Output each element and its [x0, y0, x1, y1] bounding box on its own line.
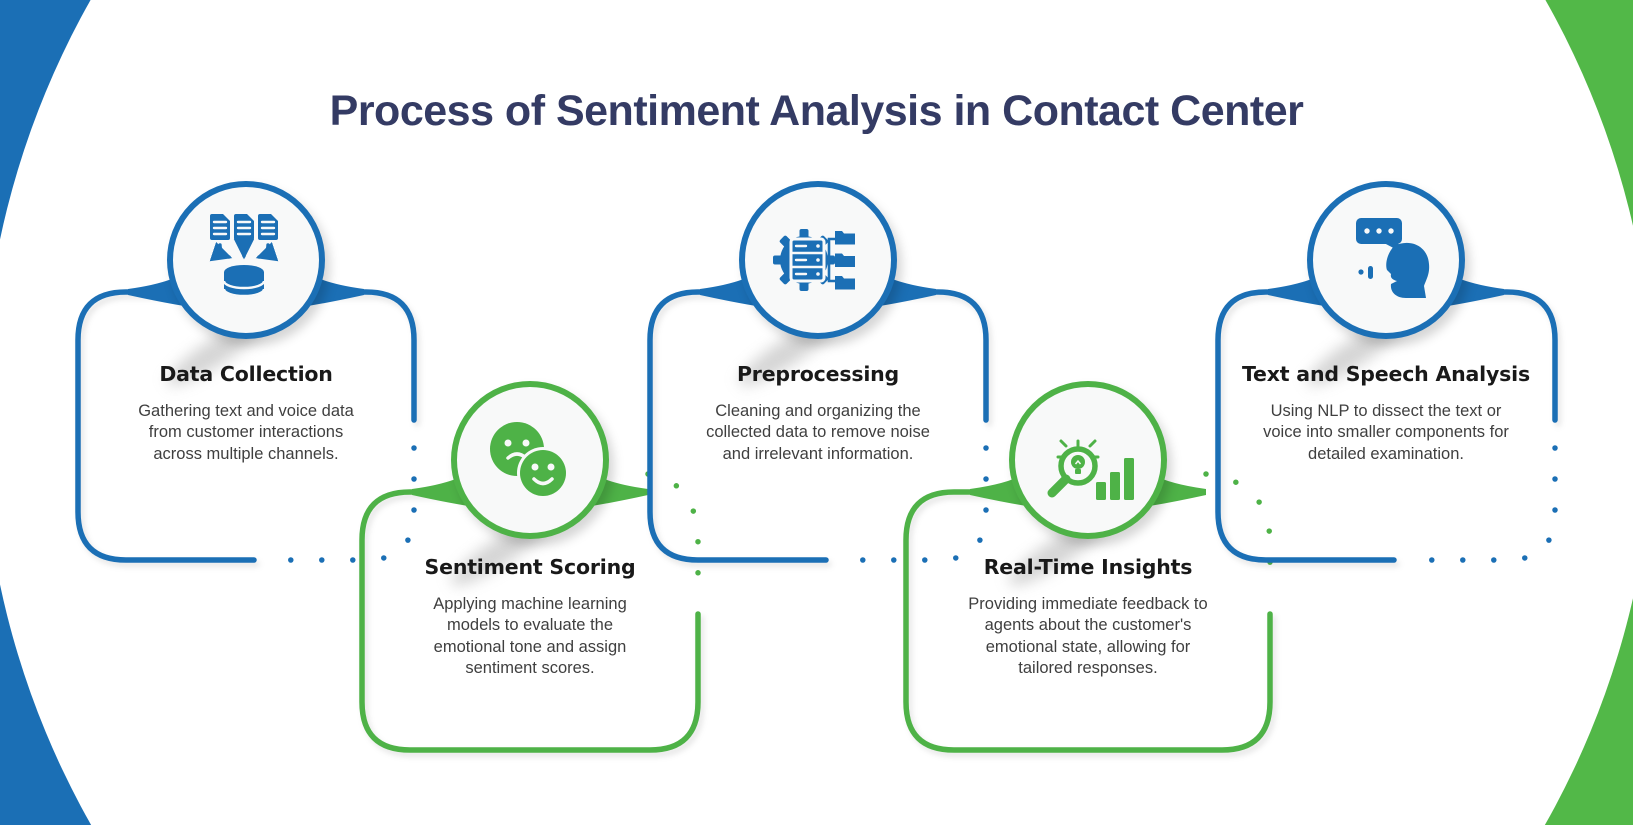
card-outline-preprocessing [647, 289, 989, 563]
step-3-title: Preprocessing [736, 362, 900, 386]
step-5-text: Text and Speech Analysis Using NLP to di… [1226, 362, 1546, 465]
step-1-badge [167, 181, 325, 339]
step-1-description: Gathering text and voice data from custo… [138, 402, 354, 463]
step-3-description: Cleaning and organizing the collected da… [706, 402, 930, 463]
step-4-text: Real-Time Insights Providing immediate f… [928, 555, 1248, 679]
step-5-title: Text and Speech Analysis [1241, 362, 1530, 386]
step-5-badge [1307, 181, 1465, 339]
step-2-description: Applying machine learning models to eval… [433, 595, 627, 677]
data-collection-icon [209, 214, 279, 298]
step-2-title: Sentiment Scoring [424, 555, 636, 579]
magnifier-insights-icon [1047, 439, 1134, 500]
step-4-badge [1009, 381, 1167, 539]
step-1-title: Data Collection [159, 362, 333, 386]
step-5-description: Using NLP to dissect the text or voice i… [1263, 402, 1509, 463]
card-outline-sentiment-scoring [359, 471, 701, 753]
step-3-text: Preprocessing Cleaning and organizing th… [658, 362, 978, 465]
sentiment-faces-icon [490, 422, 569, 499]
page-title: Process of Sentiment Analysis in Contact… [329, 86, 1304, 135]
card-outline-real-time-insights [903, 471, 1273, 753]
step-1-text: Data Collection Gathering text and voice… [86, 362, 406, 465]
gear-processing-icon [773, 229, 855, 291]
speech-analysis-icon [1356, 218, 1430, 298]
step-2-text: Sentiment Scoring Applying machine learn… [370, 555, 690, 679]
step-4-description: Providing immediate feedback to agents a… [968, 595, 1208, 677]
step-4-title: Real-Time Insights [983, 555, 1193, 579]
card-outline-data-collection [75, 289, 417, 563]
card-outline-text-speech-analysis [1215, 289, 1558, 563]
